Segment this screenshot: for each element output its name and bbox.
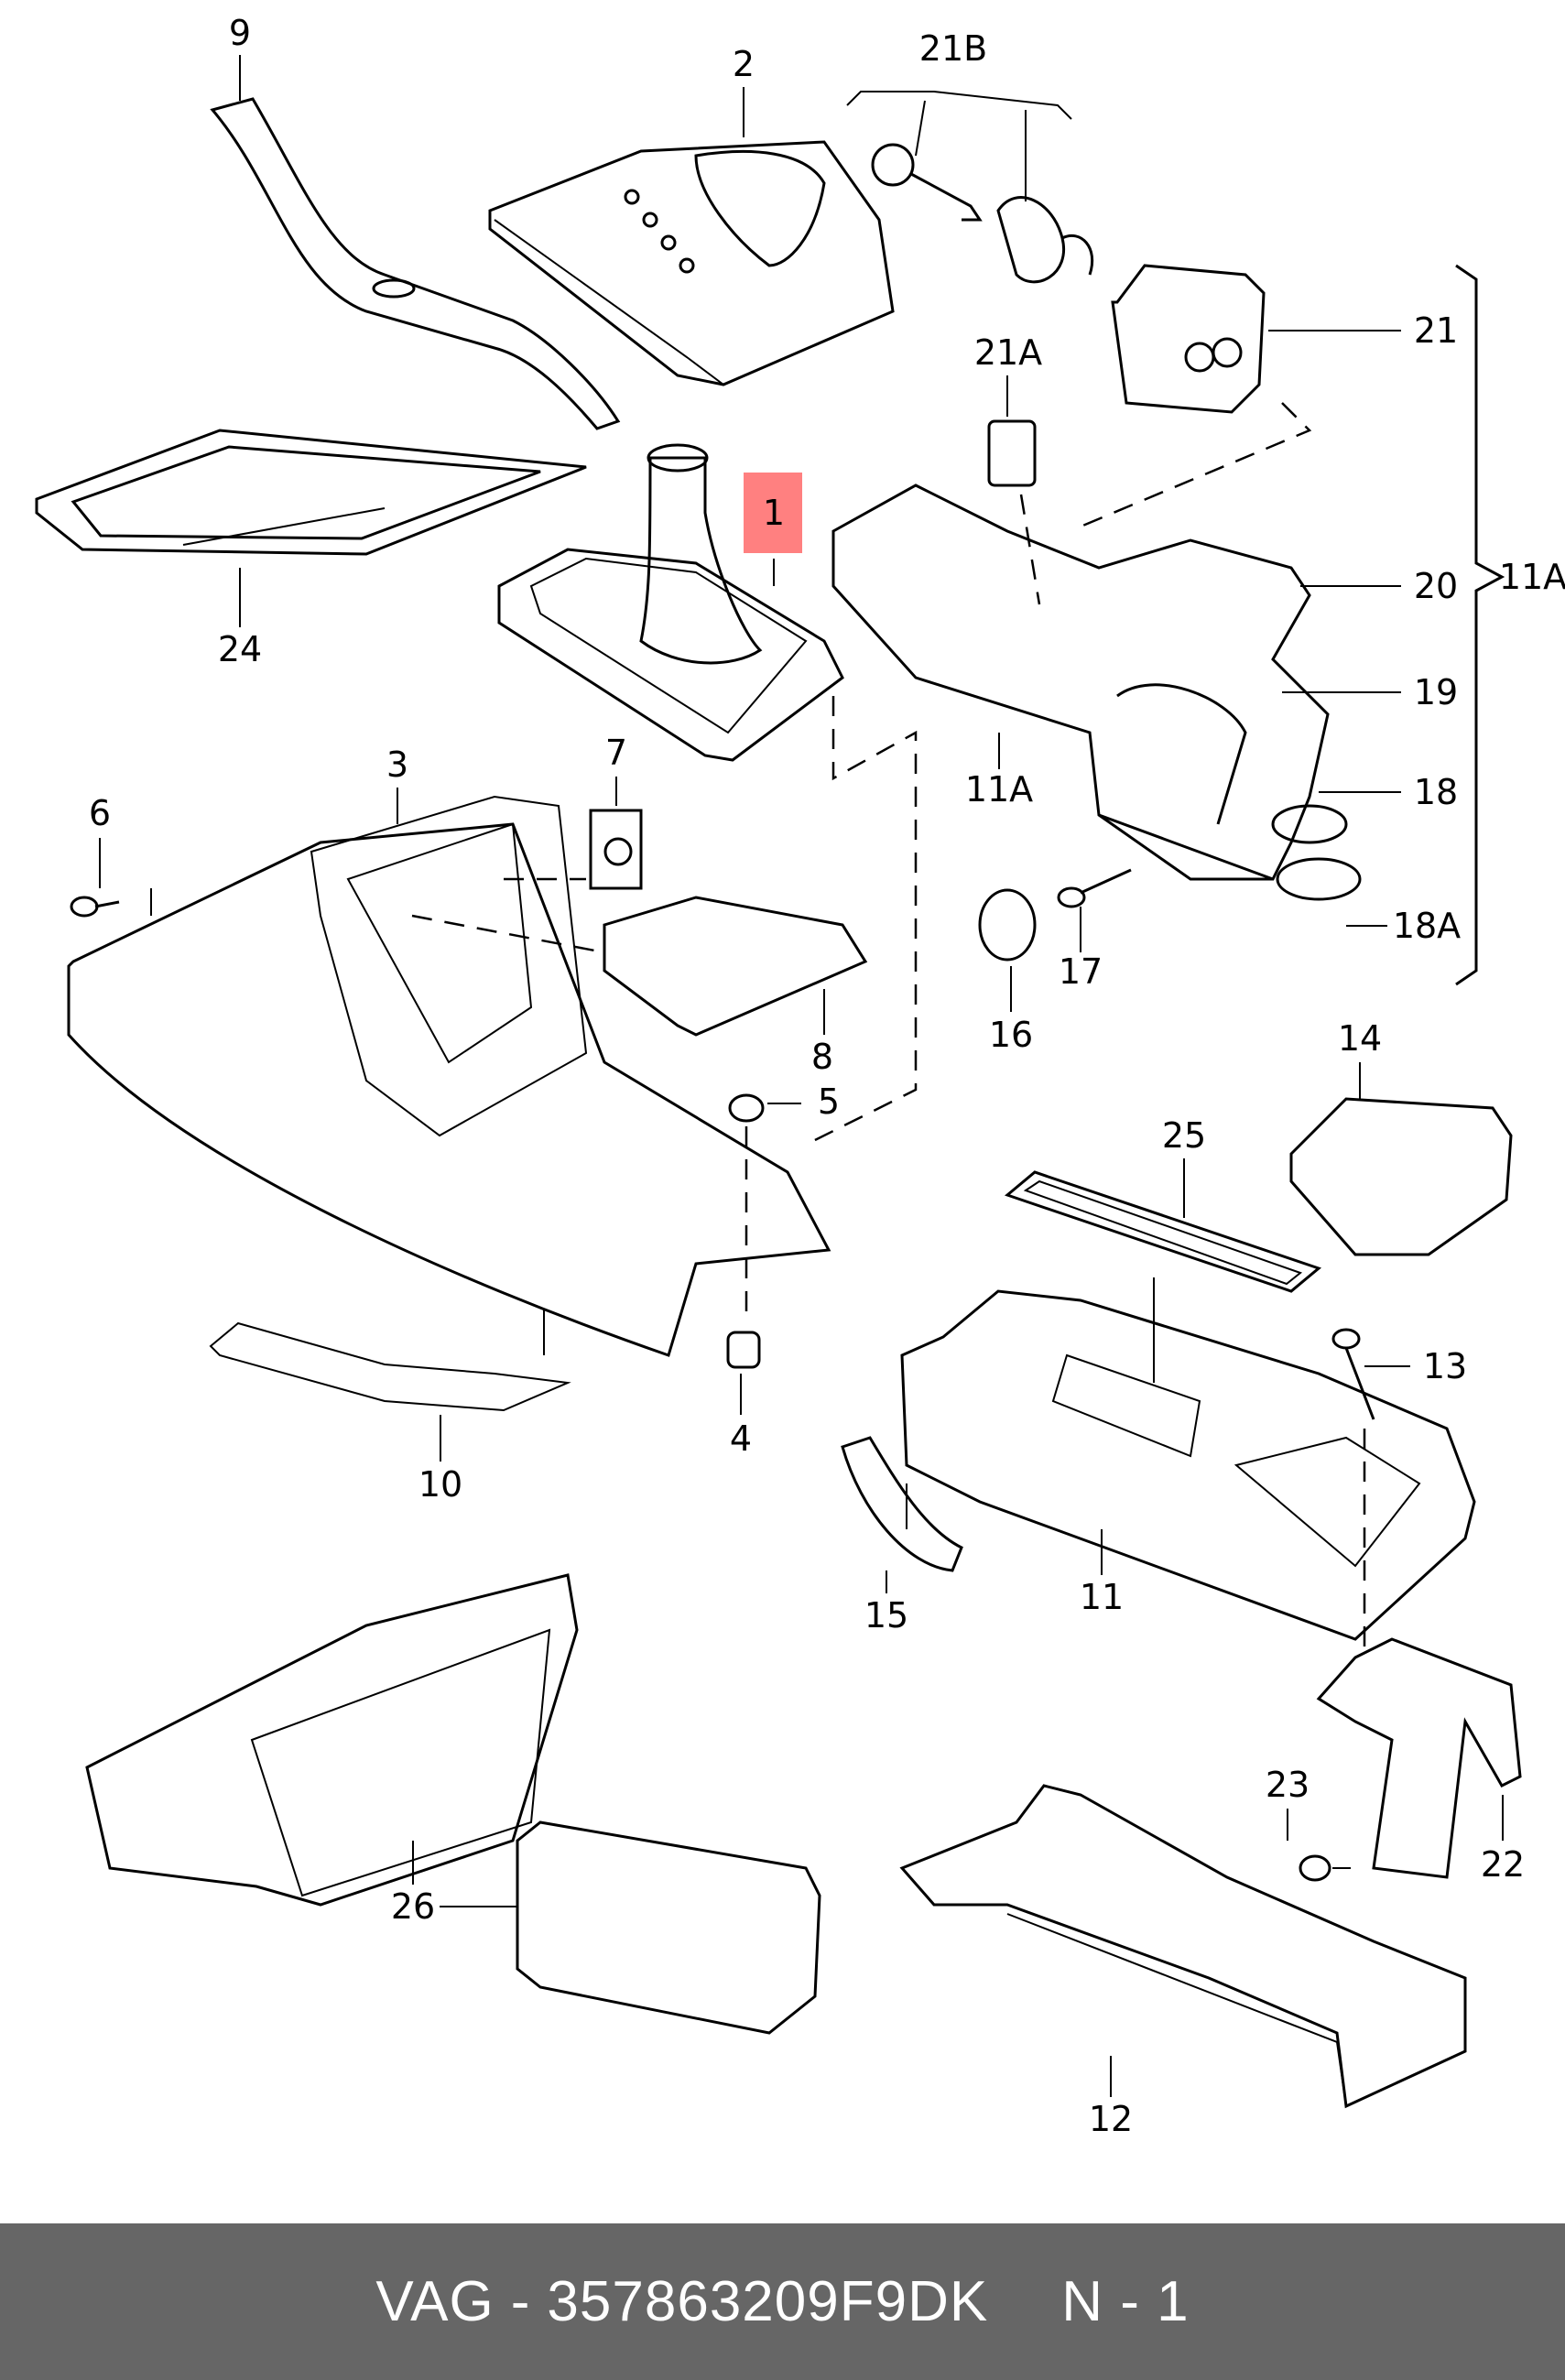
label-5[interactable]: 5 bbox=[817, 1081, 841, 1122]
part-16-cap bbox=[978, 888, 1037, 1012]
part-10-wire-bracket bbox=[209, 1321, 571, 1462]
highlight-part-1 bbox=[744, 473, 802, 553]
label-10[interactable]: 10 bbox=[418, 1464, 463, 1505]
footer-bar: VAG - 357863209F9DK N - 1 bbox=[0, 2223, 1565, 2380]
part-11A-bracket bbox=[1455, 264, 1505, 986]
label-14[interactable]: 14 bbox=[1337, 1018, 1383, 1059]
part-7-bracket bbox=[504, 777, 643, 890]
label-3[interactable]: 3 bbox=[386, 744, 409, 785]
footer-position-label: N - 1 bbox=[1061, 2270, 1190, 2333]
part-8-mechanism bbox=[411, 896, 868, 1037]
footer-part-number: 357863209F9DK bbox=[547, 2270, 989, 2333]
part-1-shift-boot bbox=[497, 443, 918, 1147]
part-6-screw bbox=[70, 838, 152, 918]
label-24[interactable]: 24 bbox=[217, 629, 263, 669]
part-21B-key-and-cylinder bbox=[846, 91, 1094, 284]
label-12[interactable]: 12 bbox=[1088, 2099, 1134, 2139]
label-11[interactable]: 11 bbox=[1079, 1577, 1125, 1617]
label-22[interactable]: 22 bbox=[1480, 1844, 1526, 1885]
part-14-ashtray bbox=[1289, 1062, 1513, 1256]
part-4-spacer bbox=[726, 1331, 761, 1415]
label-8[interactable]: 8 bbox=[810, 1037, 834, 1077]
part-17-screw bbox=[1057, 868, 1132, 952]
label-21[interactable]: 21 bbox=[1413, 310, 1459, 351]
label-17[interactable]: 17 bbox=[1058, 951, 1103, 992]
part-3-console-body bbox=[67, 788, 831, 1357]
part-15-trim bbox=[841, 1436, 963, 1593]
part-11-console-lower bbox=[900, 1289, 1476, 1641]
label-11A-group[interactable]: 11A bbox=[1498, 557, 1565, 597]
part-26-storage-tray bbox=[85, 1573, 579, 1907]
part-23-nut bbox=[1287, 1809, 1351, 1882]
part-26-storage-box bbox=[440, 1820, 821, 2035]
label-21B[interactable]: 21B bbox=[918, 28, 988, 69]
part-22-bracket bbox=[1316, 1637, 1522, 1879]
parts-diagram bbox=[35, 55, 1522, 2109]
part-12-base bbox=[899, 1784, 1467, 2109]
label-1[interactable]: 1 bbox=[762, 493, 786, 533]
footer-brand: VAG bbox=[375, 2270, 494, 2333]
label-18A[interactable]: 18A bbox=[1392, 906, 1462, 946]
label-19[interactable]: 19 bbox=[1413, 672, 1459, 712]
label-25[interactable]: 25 bbox=[1161, 1115, 1207, 1156]
part-21A-clip bbox=[987, 375, 1041, 605]
part-2-shift-cover bbox=[488, 87, 895, 386]
label-7[interactable]: 7 bbox=[604, 733, 628, 773]
label-4[interactable]: 4 bbox=[729, 1418, 753, 1459]
label-21A[interactable]: 21A bbox=[973, 332, 1043, 373]
part-21-lock-housing bbox=[1080, 264, 1401, 528]
label-16[interactable]: 16 bbox=[988, 1015, 1034, 1055]
label-20[interactable]: 20 bbox=[1413, 566, 1459, 606]
part-5-nut bbox=[728, 1093, 801, 1319]
label-18[interactable]: 18 bbox=[1413, 772, 1459, 812]
footer-separator: - bbox=[510, 2270, 531, 2333]
label-6[interactable]: 6 bbox=[88, 793, 112, 833]
part-24-frame bbox=[35, 429, 587, 627]
label-15[interactable]: 15 bbox=[864, 1595, 909, 1636]
label-26[interactable]: 26 bbox=[390, 1886, 436, 1927]
label-9[interactable]: 9 bbox=[228, 13, 252, 53]
label-13[interactable]: 13 bbox=[1422, 1346, 1468, 1386]
label-2[interactable]: 2 bbox=[732, 44, 755, 84]
part-9-trim-strip bbox=[210, 55, 621, 430]
part-11A-console-upper bbox=[831, 484, 1401, 927]
label-11A[interactable]: 11A bbox=[964, 769, 1034, 810]
part-25-mat bbox=[1004, 1158, 1322, 1383]
label-23[interactable]: 23 bbox=[1265, 1765, 1310, 1805]
part-13-screw bbox=[1331, 1328, 1410, 1648]
